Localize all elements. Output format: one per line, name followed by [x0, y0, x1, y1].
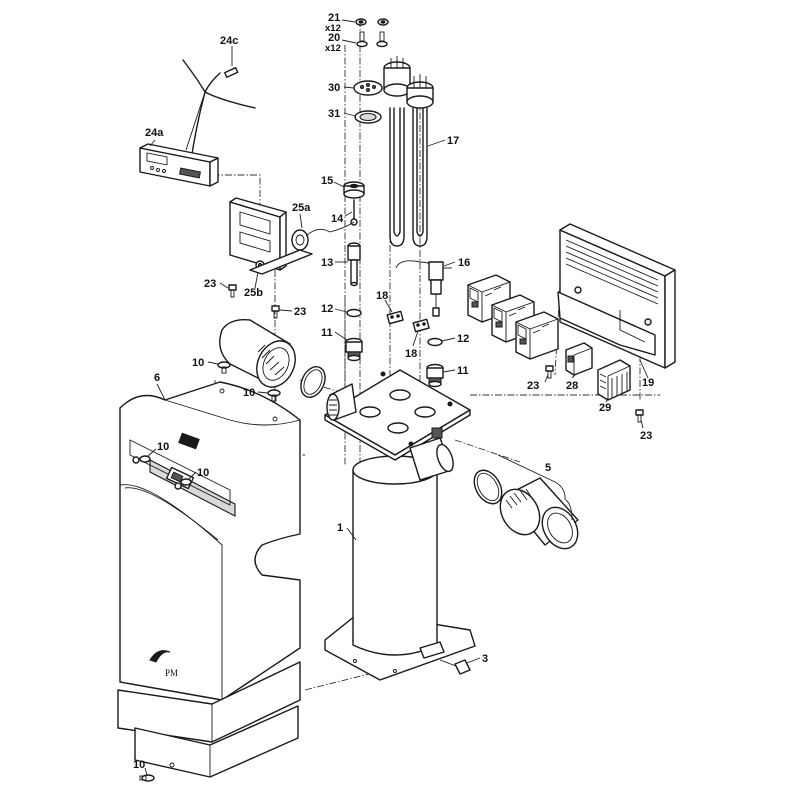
label-23-c: 23: [527, 380, 539, 392]
label-25b: 25b: [244, 287, 263, 299]
nuts-21: [341, 18, 389, 26]
screw-10-front-left: [139, 448, 157, 463]
terminal-block-29: [597, 359, 631, 403]
o-ring-right: [473, 469, 503, 505]
pm-logo: PM: [149, 650, 178, 678]
screw-23-mid: [271, 305, 293, 319]
label-23-a: 23: [204, 278, 216, 290]
label-5: 5: [545, 462, 551, 474]
fitting-11-right: [426, 363, 456, 388]
label-23-d: 23: [640, 430, 652, 442]
washers-20: [341, 31, 388, 48]
gasket-31: [343, 110, 382, 124]
drain-bolt-3: [439, 657, 481, 675]
label-24a: 24a: [145, 127, 164, 139]
label-11-a: 11: [321, 327, 333, 339]
base-plinth: [117, 661, 301, 778]
o-ring-12-right: [427, 337, 456, 347]
label-12-a: 12: [321, 303, 333, 315]
label-13: 13: [321, 257, 333, 269]
o-ring-left: [300, 366, 326, 398]
label-11-b: 11: [457, 365, 469, 377]
label-14: 14: [331, 213, 344, 225]
terminal-clip-18-lower: [412, 318, 430, 347]
v-reflector: [182, 59, 256, 169]
screw-23-cabinet: [544, 365, 554, 383]
heating-elements-17: [383, 56, 446, 247]
label-3: 3: [482, 653, 488, 665]
label-25a: 25a: [292, 202, 311, 214]
screw-23-left: [219, 282, 237, 298]
cap-15: [333, 181, 365, 199]
label-10-a: 10: [192, 357, 204, 369]
label-21-qty: x12: [325, 23, 341, 34]
screw-10-base: [139, 767, 155, 782]
part-labels: 24c 21 x12 20 x12 30 31 17 24a 15 14 25a…: [133, 12, 654, 771]
panel-19: [557, 223, 676, 379]
label-1: 1: [337, 522, 343, 534]
label-15: 15: [321, 175, 333, 187]
screw-10-top-right: [257, 389, 281, 402]
screw-10-top-left: [207, 361, 231, 374]
fitting-11-left: [334, 331, 363, 362]
label-20-qty: x12: [325, 43, 341, 54]
o-ring-12-left: [334, 308, 362, 318]
label-16: 16: [458, 257, 470, 269]
label-10-e: 10: [133, 759, 145, 771]
label-17: 17: [447, 135, 459, 147]
thermostat-16: [395, 260, 456, 317]
tank-1: [324, 369, 476, 681]
flange-30: [343, 80, 383, 96]
terminal-clip-18-upper: [384, 299, 404, 325]
label-12-b: 12: [457, 333, 469, 345]
label-6: 6: [154, 372, 160, 384]
label-23-b: 23: [294, 306, 306, 318]
label-18-b: 18: [405, 348, 417, 360]
svg-text:PM: PM: [165, 668, 178, 678]
screw-10-front-right: [180, 471, 197, 486]
label-19: 19: [642, 377, 654, 389]
label-21: 21: [328, 12, 340, 24]
controller-display-24a: [139, 139, 219, 187]
label-30: 30: [328, 82, 340, 94]
label-10-d: 10: [197, 467, 209, 479]
relay-28: [565, 342, 593, 379]
label-28: 28: [566, 380, 578, 392]
label-29: 29: [599, 402, 611, 414]
sensor-14: [329, 199, 358, 233]
housing-cover-6: PM: [119, 381, 301, 701]
label-18-a: 18: [376, 290, 388, 302]
panel-bracket-25: [229, 197, 331, 289]
contactors: [467, 274, 559, 360]
label-20: 20: [328, 32, 340, 44]
label-31: 31: [328, 108, 340, 120]
sleeve-13: [335, 242, 361, 287]
pin-24c: [224, 46, 239, 78]
coupling-left: [219, 319, 296, 388]
label-24c: 24c: [220, 35, 238, 47]
coupling-right: [497, 454, 579, 550]
screw-23-right: [635, 409, 644, 429]
label-10-c: 10: [157, 441, 169, 453]
label-10-b: 10: [243, 387, 255, 399]
